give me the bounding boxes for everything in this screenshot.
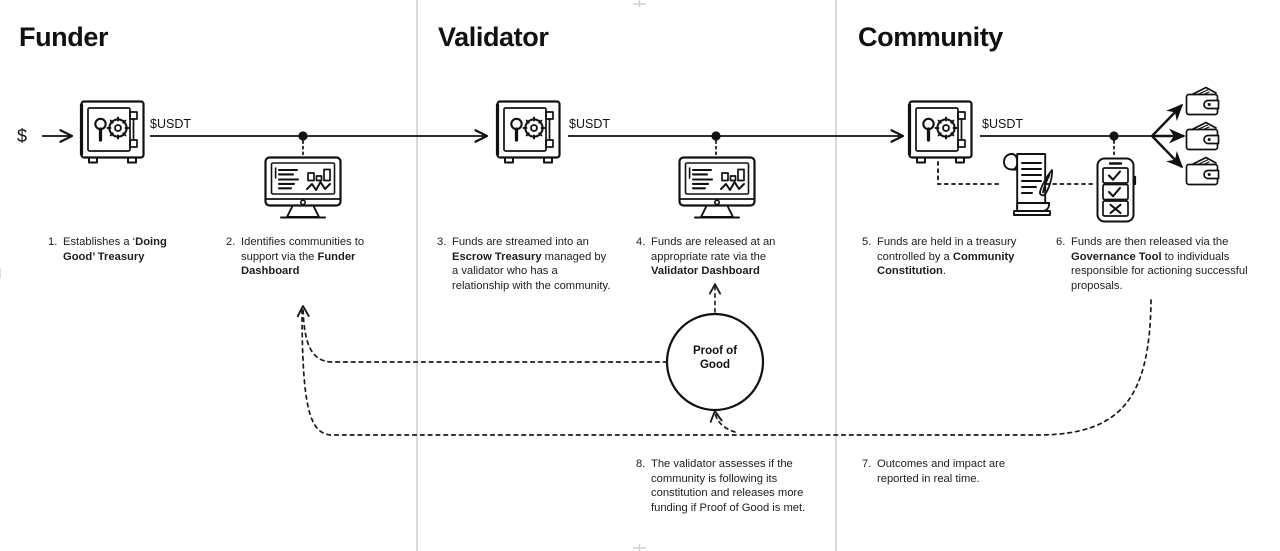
junction-dot-funder	[298, 131, 308, 141]
step-text: Identifies communities to support via th…	[241, 236, 365, 278]
link-safe-to-constitution	[937, 161, 1001, 185]
step-caption-5: 5. Funds are held in a treasury controlle…	[862, 235, 1027, 279]
step-text: Funds are released at an appropriate rat…	[651, 236, 776, 278]
wallet-icon-2	[1185, 121, 1220, 151]
column-title-validator: Validator	[438, 22, 549, 52]
cash-symbol: $	[17, 126, 28, 146]
fan-arrow-up	[1151, 103, 1184, 137]
fan-arrow-down	[1151, 135, 1184, 169]
dotted-drop-lines	[302, 140, 1115, 158]
step-text: Funds are held in a treasury controlled …	[877, 236, 1017, 278]
step-text: Funds are then released via the Governan…	[1071, 236, 1248, 292]
step-number: 2.	[226, 236, 236, 248]
flow-label-usdt-validator: $USDT	[569, 117, 610, 131]
feedback-route-validator-to-funder	[296, 305, 668, 363]
step-caption-2: 2. Identifies communities to support via …	[226, 235, 391, 279]
safe-icon-funder	[79, 100, 145, 164]
monitor-icon-validator-dashboard	[678, 156, 756, 219]
safe-icon-validator	[495, 100, 561, 164]
step-number: 8.	[636, 458, 646, 470]
wallet-icon-3	[1185, 156, 1220, 186]
proof-of-good-label: Proof of Good	[673, 344, 757, 372]
step-number: 1.	[48, 236, 58, 248]
feedback-dashed-routes	[296, 299, 1152, 436]
flow-label-usdt-community: $USDT	[982, 117, 1023, 131]
step-text: Funds are streamed into an Escrow Treasu…	[452, 236, 611, 292]
column-title-community: Community	[858, 22, 1003, 52]
step-caption-8: 8. The validator assesses if the communit…	[636, 457, 816, 515]
step-caption-1: 1. Establishes a ‘Doing Good’ Treasury	[48, 235, 198, 264]
step-caption-6: 6. Funds are then released via the Govern…	[1056, 235, 1261, 293]
step-number: 7.	[862, 458, 872, 470]
step-caption-3: 3. Funds are streamed into an Escrow Trea…	[437, 235, 612, 293]
monitor-icon-funder-dashboard	[264, 156, 342, 219]
constitution-dashed-links	[937, 161, 1097, 185]
proof-of-good-line-1: Proof of	[692, 345, 738, 357]
step-number: 5.	[862, 236, 872, 248]
scroll-quill-icon	[1003, 153, 1053, 216]
flow-junction-dots	[298, 131, 1119, 141]
junction-dot-validator	[711, 131, 721, 141]
wallet-fanout-arrows	[1151, 103, 1186, 169]
crop-marks	[0, 0, 646, 551]
step-text: Outcomes and impact are reported in real…	[877, 458, 1006, 485]
step-text: Establishes a ‘Doing Good’ Treasury	[63, 236, 167, 263]
step-text: The validator assesses if the community …	[651, 458, 806, 514]
step-caption-7: 7. Outcomes and impact are reported in re…	[862, 457, 1047, 486]
column-dividers	[416, 0, 837, 551]
proof-of-good-line-2: Good	[699, 359, 731, 371]
step-number: 4.	[636, 236, 646, 248]
feedback-route-community-to-funder	[301, 299, 1152, 436]
column-title-funder: Funder	[19, 22, 109, 52]
step-caption-4: 4. Funds are released at an appropriate r…	[636, 235, 806, 279]
phone-checklist-icon	[1096, 157, 1137, 223]
flow-label-usdt-funder: $USDT	[150, 117, 191, 131]
step-number: 3.	[437, 236, 447, 248]
safe-icon-community	[907, 100, 973, 164]
feedback-route-into-proof-of-good	[709, 410, 736, 433]
wallet-icon-1	[1185, 86, 1220, 116]
junction-dot-community	[1109, 131, 1119, 141]
step-number: 6.	[1056, 236, 1066, 248]
